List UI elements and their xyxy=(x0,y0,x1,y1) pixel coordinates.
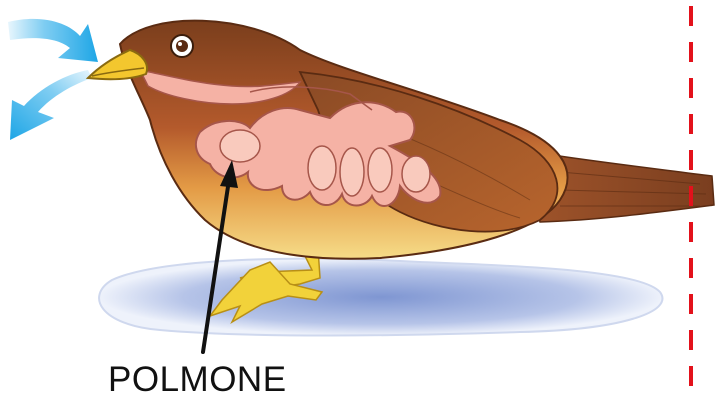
ground-shadow xyxy=(99,259,662,336)
bird-head xyxy=(171,35,193,57)
air-inflow-arrow-icon xyxy=(8,19,98,62)
bird-beak xyxy=(88,50,147,79)
lung-label: POLMONE xyxy=(108,360,287,400)
air-outflow-arrow-icon xyxy=(10,70,92,140)
